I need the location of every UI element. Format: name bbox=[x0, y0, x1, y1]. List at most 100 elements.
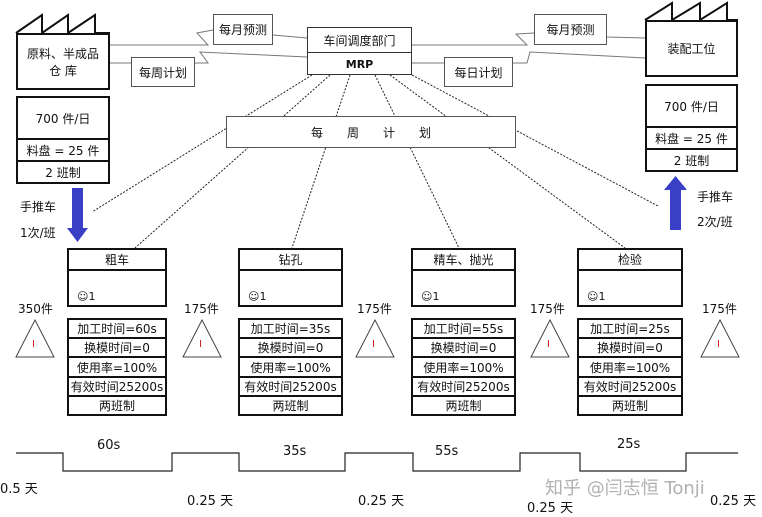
customer-tray: 料盘 = 25 件 bbox=[647, 126, 736, 148]
supplier-data-box: 700 件/日 料盘 = 25 件 2 班制 bbox=[16, 96, 110, 184]
operator-number: 1 bbox=[598, 290, 606, 303]
uptime: 使用率=100% bbox=[69, 356, 165, 375]
inventory-qty: 350件 bbox=[18, 302, 53, 316]
process-time: 35s bbox=[283, 444, 307, 459]
process-box: 精车、抛光 ☺1 bbox=[411, 248, 516, 307]
supplier-schedule-label: 每周计划 bbox=[131, 57, 195, 87]
shifts: 两班制 bbox=[579, 394, 681, 414]
supplier-demand: 700 件/日 bbox=[35, 111, 91, 126]
watermark: 知乎 @闫志恒 Tonji bbox=[545, 478, 705, 499]
customer-shift: 2 班制 bbox=[647, 148, 736, 170]
inventory-mark: I bbox=[32, 339, 35, 350]
changeover-time: 换模时间=0 bbox=[240, 337, 341, 356]
info-flow-supplier-forecast bbox=[110, 29, 308, 46]
available-time: 有效时间25200s bbox=[69, 375, 165, 395]
customer-transport: 手推车 bbox=[697, 190, 734, 204]
supplier-roof bbox=[15, 13, 110, 35]
operator-number: 1 bbox=[432, 290, 440, 303]
cycle-time: 加工时间=60s bbox=[77, 322, 157, 337]
operator-count: ☺1 bbox=[587, 290, 605, 303]
inventory-qty: 175件 bbox=[702, 302, 737, 316]
wait-time: 0.25 天 bbox=[358, 494, 405, 509]
customer-frequency: 2次/班 bbox=[697, 215, 733, 229]
available-time: 有效时间25200s bbox=[413, 375, 514, 395]
inventory-triangle-icon bbox=[355, 318, 395, 358]
shifts: 两班制 bbox=[413, 394, 514, 414]
production-control-box: 车间调度部门 MRP bbox=[307, 27, 412, 75]
cycle-time: 加工时间=35s bbox=[250, 322, 331, 337]
available-time: 有效时间25200s bbox=[240, 375, 341, 395]
uptime: 使用率=100% bbox=[579, 356, 681, 375]
inventory-triangle-icon bbox=[700, 318, 740, 358]
uptime: 使用率=100% bbox=[240, 356, 341, 375]
supplier-name-line2: 仓 库 bbox=[49, 63, 77, 78]
operator-icon: ☺ bbox=[248, 290, 260, 303]
inventory-mark: I bbox=[547, 339, 550, 350]
customer-forecast-label: 每月预测 bbox=[534, 14, 607, 45]
timeline-ladder bbox=[16, 452, 738, 472]
inventory-triangle-icon bbox=[530, 318, 570, 358]
wait-time: 0.25 天 bbox=[527, 501, 574, 516]
inventory-qty: 175件 bbox=[530, 302, 565, 316]
customer-name: 装配工位 bbox=[667, 42, 716, 56]
wait-time: 0.25 天 bbox=[187, 494, 234, 509]
inventory-triangle-icon bbox=[15, 318, 55, 358]
changeover-time: 换模时间=0 bbox=[69, 337, 165, 356]
supplier-tray: 料盘 = 25 件 bbox=[18, 138, 108, 160]
process-name: 钻孔 bbox=[240, 250, 341, 271]
customer-data-box: 700 件/日 料盘 = 25 件 2 班制 bbox=[645, 84, 738, 172]
customer-factory: 装配工位 bbox=[645, 20, 738, 77]
wait-time: 0.25 天 bbox=[710, 494, 757, 509]
info-flow-customer-forecast bbox=[412, 32, 646, 46]
cycle-time: 加工时间=55s bbox=[423, 322, 504, 337]
process-name: 精车、抛光 bbox=[413, 250, 514, 271]
inventory-qty: 175件 bbox=[184, 302, 219, 316]
supplier-name-line1: 原料、半成品 bbox=[26, 46, 99, 61]
shifts: 两班制 bbox=[240, 394, 341, 414]
inventory-mark: I bbox=[199, 339, 202, 350]
down-arrow-icon bbox=[67, 188, 88, 242]
control-title: 车间调度部门 bbox=[308, 28, 411, 53]
weekly-plan-banner: 每 周 计 划 bbox=[226, 116, 516, 148]
supplier-frequency: 1次/班 bbox=[20, 226, 56, 240]
up-arrow-icon bbox=[664, 176, 687, 230]
inventory-mark: I bbox=[372, 339, 375, 350]
wait-time: 0.5 天 bbox=[0, 482, 38, 497]
mrp-label: MRP bbox=[345, 58, 374, 71]
cycle-time: 加工时间=25s bbox=[590, 322, 670, 337]
operator-icon: ☺ bbox=[587, 290, 599, 303]
process-box: 粗车 ☺1 bbox=[67, 248, 167, 307]
available-time: 有效时间25200s bbox=[579, 375, 681, 395]
process-name: 检验 bbox=[579, 250, 681, 271]
operator-number: 1 bbox=[259, 290, 267, 303]
supplier-forecast-label: 每月预测 bbox=[213, 14, 273, 45]
operator-count: ☺1 bbox=[421, 290, 439, 303]
process-box: 钻孔 ☺1 bbox=[238, 248, 343, 307]
shifts: 两班制 bbox=[69, 394, 165, 414]
process-box: 检验 ☺1 bbox=[577, 248, 683, 307]
operator-icon: ☺ bbox=[77, 290, 89, 303]
operator-count: ☺1 bbox=[77, 290, 95, 303]
inventory-mark: I bbox=[717, 339, 720, 350]
customer-demand: 700 件/日 bbox=[664, 99, 719, 114]
process-time: 25s bbox=[617, 437, 641, 452]
process-name: 粗车 bbox=[69, 250, 165, 271]
supplier-transport: 手推车 bbox=[20, 200, 57, 214]
customer-roof bbox=[644, 1, 738, 22]
operator-count: ☺1 bbox=[248, 290, 266, 303]
weekly-plan-text: 每 周 计 划 bbox=[310, 125, 431, 140]
supplier-shift: 2 班制 bbox=[18, 160, 108, 182]
process-time: 60s bbox=[97, 438, 121, 453]
uptime: 使用率=100% bbox=[413, 356, 514, 375]
inventory-qty: 175件 bbox=[357, 302, 392, 316]
operator-number: 1 bbox=[88, 290, 96, 303]
changeover-time: 换模时间=0 bbox=[579, 337, 681, 356]
process-time: 55s bbox=[435, 444, 459, 459]
changeover-time: 换模时间=0 bbox=[413, 337, 514, 356]
customer-schedule-label: 每日计划 bbox=[444, 57, 513, 87]
